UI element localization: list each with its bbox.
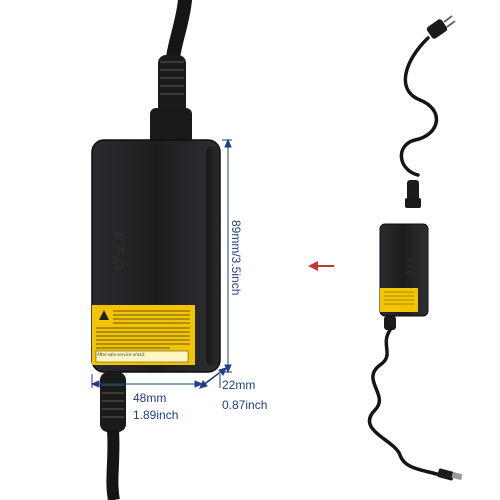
depth-mm-label: 22mm <box>222 378 256 392</box>
width-mm-label: 48mm <box>133 391 167 405</box>
brand-logo-small: KFD <box>405 258 414 277</box>
full-cable-view <box>367 15 463 481</box>
height-dimension-label: 89mm/3.5inch <box>229 220 243 296</box>
strain-relief-top <box>158 55 186 115</box>
height-dimension <box>222 138 232 374</box>
brand-logo: KFD <box>109 231 128 271</box>
wall-plug <box>426 15 456 39</box>
arrow-indicator <box>308 261 334 271</box>
ac-connector <box>150 108 192 148</box>
depth-inch-label: 0.87inch <box>222 398 268 412</box>
sticker-service-note: After-sale service email: <box>97 352 146 357</box>
bottom-cable <box>106 429 120 500</box>
strain-relief-bottom <box>100 372 126 432</box>
warning-sticker <box>92 305 195 365</box>
width-inch-label: 1.89inch <box>133 408 179 422</box>
depth-dimension <box>199 367 227 389</box>
width-dimension <box>90 374 221 388</box>
